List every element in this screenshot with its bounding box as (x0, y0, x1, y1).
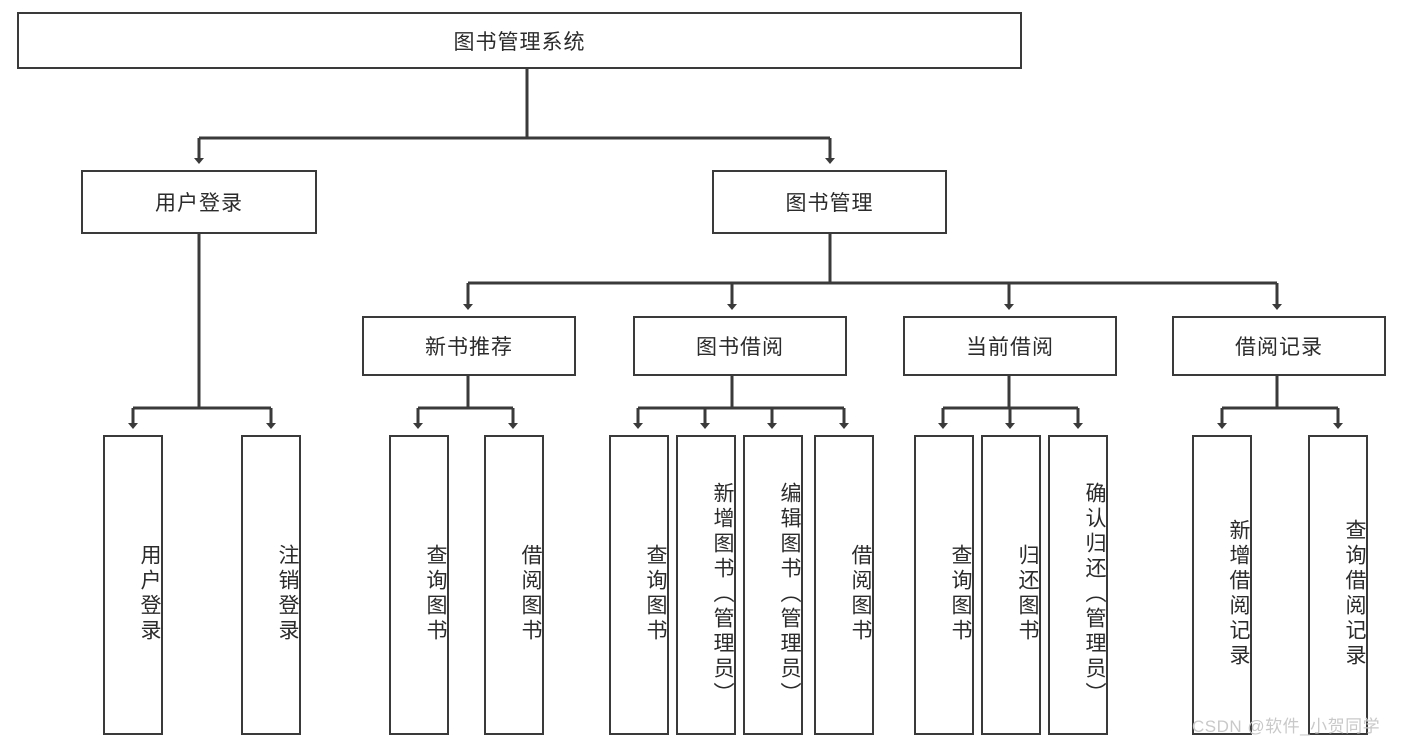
node-new-book-recommend[interactable]: 新书推荐 (362, 316, 576, 376)
node-root[interactable]: 图书管理系统 (17, 12, 1022, 69)
leaf-user-login[interactable]: 用户登录 (103, 435, 163, 735)
leaf-query-book-recommend[interactable]: 查询图书 (389, 435, 449, 735)
leaf-add-book-admin[interactable]: 新增图书（管理员） (676, 435, 736, 735)
leaf-return-book[interactable]: 归还图书 (981, 435, 1041, 735)
leaf-edit-book-admin[interactable]: 编辑图书（管理员） (743, 435, 803, 735)
node-current-borrow[interactable]: 当前借阅 (903, 316, 1117, 376)
leaf-confirm-return-admin[interactable]: 确认归还（管理员） (1048, 435, 1108, 735)
node-book-management[interactable]: 图书管理 (712, 170, 947, 234)
node-book-borrow[interactable]: 图书借阅 (633, 316, 847, 376)
leaf-borrow-book-recommend[interactable]: 借阅图书 (484, 435, 544, 735)
node-borrow-record[interactable]: 借阅记录 (1172, 316, 1386, 376)
leaf-query-book-current[interactable]: 查询图书 (914, 435, 974, 735)
leaf-add-borrow-record[interactable]: 新增借阅记录 (1192, 435, 1252, 735)
leaf-user-logout[interactable]: 注销登录 (241, 435, 301, 735)
leaf-query-borrow-record[interactable]: 查询借阅记录 (1308, 435, 1368, 735)
node-user-login[interactable]: 用户登录 (81, 170, 317, 234)
leaf-borrow-book[interactable]: 借阅图书 (814, 435, 874, 735)
watermark: CSDN @软件_小贺同学 (1192, 717, 1381, 736)
leaf-query-book-borrow[interactable]: 查询图书 (609, 435, 669, 735)
